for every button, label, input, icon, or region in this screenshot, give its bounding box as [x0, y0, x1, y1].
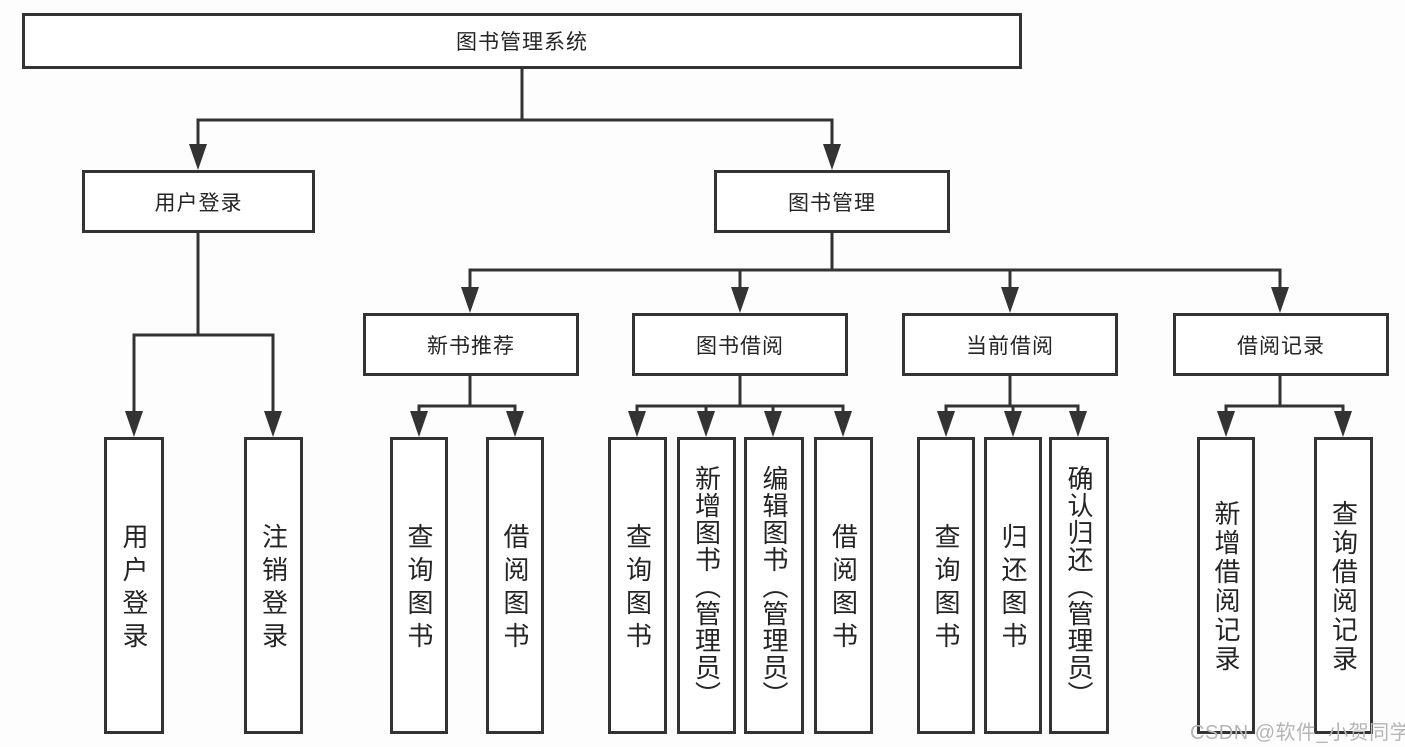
node-label: 新增借阅记录 [1211, 500, 1241, 674]
node-library-management-system: 图书管理系统 [22, 13, 1022, 69]
node-nbr-borrow-books: 借阅图书 [486, 437, 544, 734]
node-new-book-recommendation: 新书推荐 [363, 313, 579, 376]
node-user-login-leaf: 用户登录 [104, 437, 164, 734]
edge-user-login-to-children [125, 233, 282, 437]
node-label: 查询图书 [622, 523, 653, 655]
node-label: 图书管理 [788, 191, 876, 215]
node-bb-add-books-admin: 新增图书（管理员） [677, 437, 736, 734]
node-borrowing-records: 借阅记录 [1173, 313, 1389, 376]
node-label: 查询图书 [931, 523, 961, 655]
node-label: 查询借阅记录 [1328, 500, 1359, 674]
edge-borrow-records-to-children [1217, 375, 1352, 437]
node-label: 用户登录 [154, 191, 243, 215]
node-cb-query-books: 查询图书 [917, 437, 975, 734]
node-user-login-module: 用户登录 [82, 170, 315, 233]
node-logout: 注销登录 [244, 437, 303, 734]
node-br-query-borrow-record: 查询借阅记录 [1314, 437, 1373, 734]
node-bb-query-books: 查询图书 [608, 437, 667, 734]
node-label: 新书推荐 [427, 334, 515, 358]
node-label: 图书借阅 [696, 334, 784, 358]
node-label: 注销登录 [258, 523, 289, 655]
node-bb-edit-books-admin: 编辑图书（管理员） [744, 437, 804, 734]
node-book-borrowing: 图书借阅 [632, 313, 848, 376]
node-label: 当前借阅 [966, 334, 1054, 358]
csdn-watermark: CSDN @软件_小贺同学 [1190, 722, 1405, 744]
node-label: 编辑图书（管理员） [759, 464, 789, 708]
node-label: 新增图书（管理员） [691, 464, 722, 708]
node-book-management-module: 图书管理 [714, 170, 950, 233]
node-current-borrowing: 当前借阅 [902, 313, 1118, 376]
node-label: 图书管理系统 [456, 31, 588, 54]
node-label: 用户登录 [119, 523, 149, 655]
node-br-add-borrow-record: 新增借阅记录 [1197, 437, 1255, 734]
node-label: 借阅图书 [500, 523, 530, 655]
node-cb-confirm-return-admin: 确认归还（管理员） [1049, 437, 1109, 734]
node-label: 归还图书 [998, 523, 1028, 655]
node-label: 查询图书 [404, 523, 434, 655]
node-cb-return-books: 归还图书 [984, 437, 1042, 734]
edge-new-book-rec-to-children [410, 375, 524, 437]
node-nbr-query-books: 查询图书 [390, 437, 448, 734]
edge-root-to-level2 [189, 66, 841, 170]
edge-current-borrow-to-children [937, 375, 1087, 437]
node-bb-borrow-books: 借阅图书 [814, 437, 873, 734]
node-label: 借阅记录 [1237, 334, 1325, 358]
node-label: 借阅图书 [828, 523, 859, 655]
node-label: 确认归还（管理员） [1064, 464, 1094, 708]
edge-book-mgmt-to-children [461, 233, 1289, 313]
edge-book-borrow-to-children [628, 375, 852, 437]
